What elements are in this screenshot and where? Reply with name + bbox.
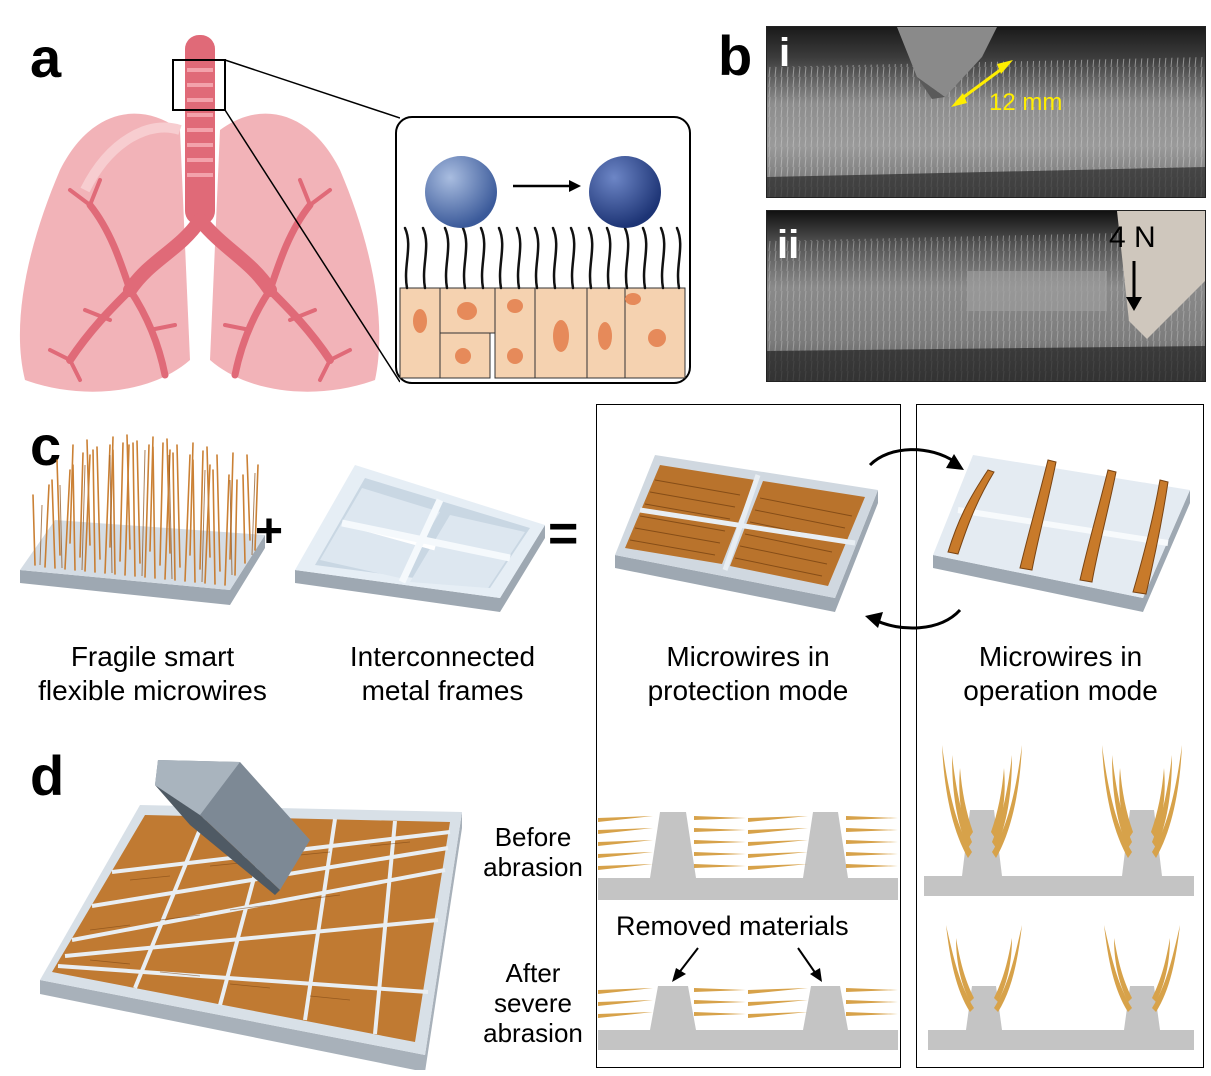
protection-after-cross-section <box>598 947 898 1050</box>
metal-frame-block <box>295 465 545 612</box>
panel-label-c: c <box>30 414 62 477</box>
operation-mode-block <box>933 455 1190 612</box>
protection-before-cross-section <box>598 810 898 900</box>
label-after-abrasion: After severe abrasion <box>483 958 583 1048</box>
operation-after-cross-section <box>928 925 1194 1050</box>
equals-sign: = <box>548 505 579 563</box>
mode-switch-arrows <box>865 448 964 630</box>
dimension-label: 12 mm <box>989 89 1063 116</box>
panel-label-d: d <box>30 744 65 807</box>
microwire-block <box>20 434 265 605</box>
label-removed-materials: Removed materials <box>616 911 849 941</box>
protection-mode-box <box>596 404 901 1068</box>
caption-operation: Microwires in operation mode <box>963 641 1158 706</box>
subpanel-label-i: i <box>779 31 791 75</box>
force-label: 4 N <box>1109 221 1156 254</box>
caption-protection: Microwires in protection mode <box>647 641 849 706</box>
subpanel-label-ii: ii <box>777 223 800 267</box>
protection-mode-block <box>615 455 878 612</box>
operation-before-cross-section <box>924 745 1194 896</box>
caption-frames: Interconnected metal frames <box>349 641 536 706</box>
panel-label-b: b <box>718 24 753 87</box>
plus-sign: + <box>255 505 284 558</box>
abrasion-photo-i: i 12 mm <box>766 26 1206 198</box>
label-before-abrasion: Before abrasion <box>483 822 583 882</box>
abrasion-grid-block <box>40 760 462 1070</box>
caption-microwires: Fragile smart flexible microwires <box>38 641 267 706</box>
abrasion-photo-ii: ii 4 N <box>766 210 1206 382</box>
operation-mode-box <box>916 404 1204 1068</box>
lung-illustration <box>19 35 400 392</box>
panel-label-a: a <box>30 26 62 89</box>
cilia-inset <box>395 116 691 384</box>
